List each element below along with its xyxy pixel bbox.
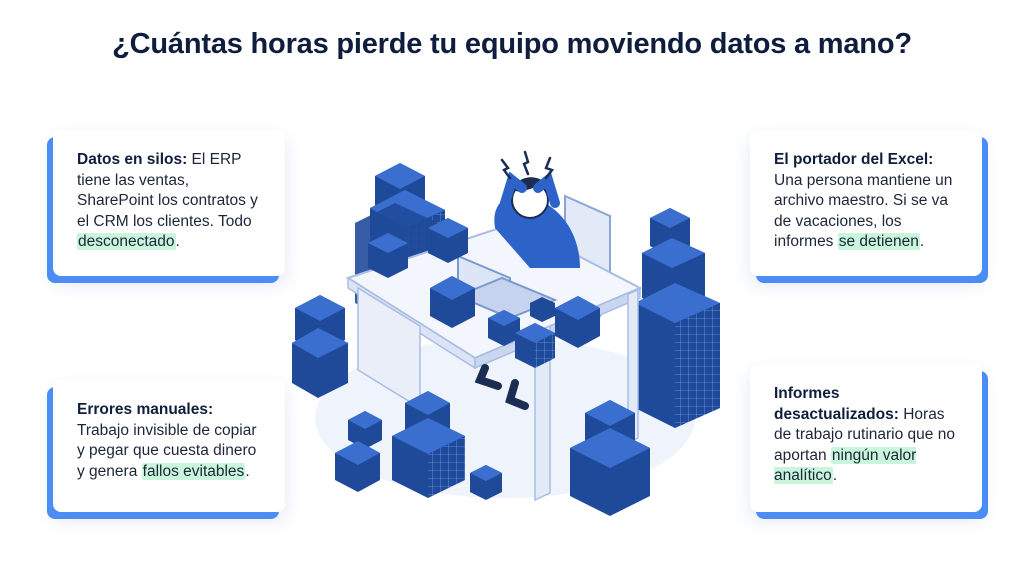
card-body-end: .: [832, 467, 838, 485]
card-heading: Datos en silos:: [77, 151, 188, 168]
page-title: ¿Cuántas horas pierde tu equipo moviendo…: [112, 28, 912, 60]
card-highlight: desconectado: [77, 233, 176, 251]
card-manual-errors: Errores manuales: Trabajo invisible de c…: [53, 380, 285, 512]
card-highlight: se detienen: [837, 233, 920, 251]
card-body: Una persona mantiene un archivo maestro.…: [774, 171, 953, 251]
card-heading: Informes desactualizados:: [774, 385, 899, 423]
data-cube-icon: [635, 208, 720, 428]
card-body-end: .: [919, 233, 925, 251]
stress-spark-icon: [500, 150, 555, 180]
card-body: Horas de trabajo rutinario que no aporta…: [774, 405, 955, 464]
card-heading: Errores manuales:: [77, 401, 214, 418]
card-body: El ERP tiene las ventas, SharePoint los …: [77, 151, 258, 230]
card-highlight: fallos evitables: [141, 462, 246, 480]
card-body-end: .: [175, 233, 180, 251]
card-outdated-reports: Informes desactualizados: Horas de traba…: [750, 364, 982, 512]
data-cube-icon: [368, 218, 600, 368]
card-data-silos: Datos en silos: El ERP tiene las ventas,…: [53, 130, 285, 276]
stressed-worker-icon: [474, 171, 580, 410]
card-body: Trabajo invisible de copiar y pegar que …: [77, 421, 257, 480]
card-heading: El portador del Excel:: [774, 151, 934, 168]
stressed-office-illustration: [292, 150, 720, 516]
card-excel-holder: El portador del Excel: Una persona manti…: [750, 130, 982, 276]
card-body-end: .: [245, 462, 250, 480]
data-cube-icon: [292, 295, 650, 516]
